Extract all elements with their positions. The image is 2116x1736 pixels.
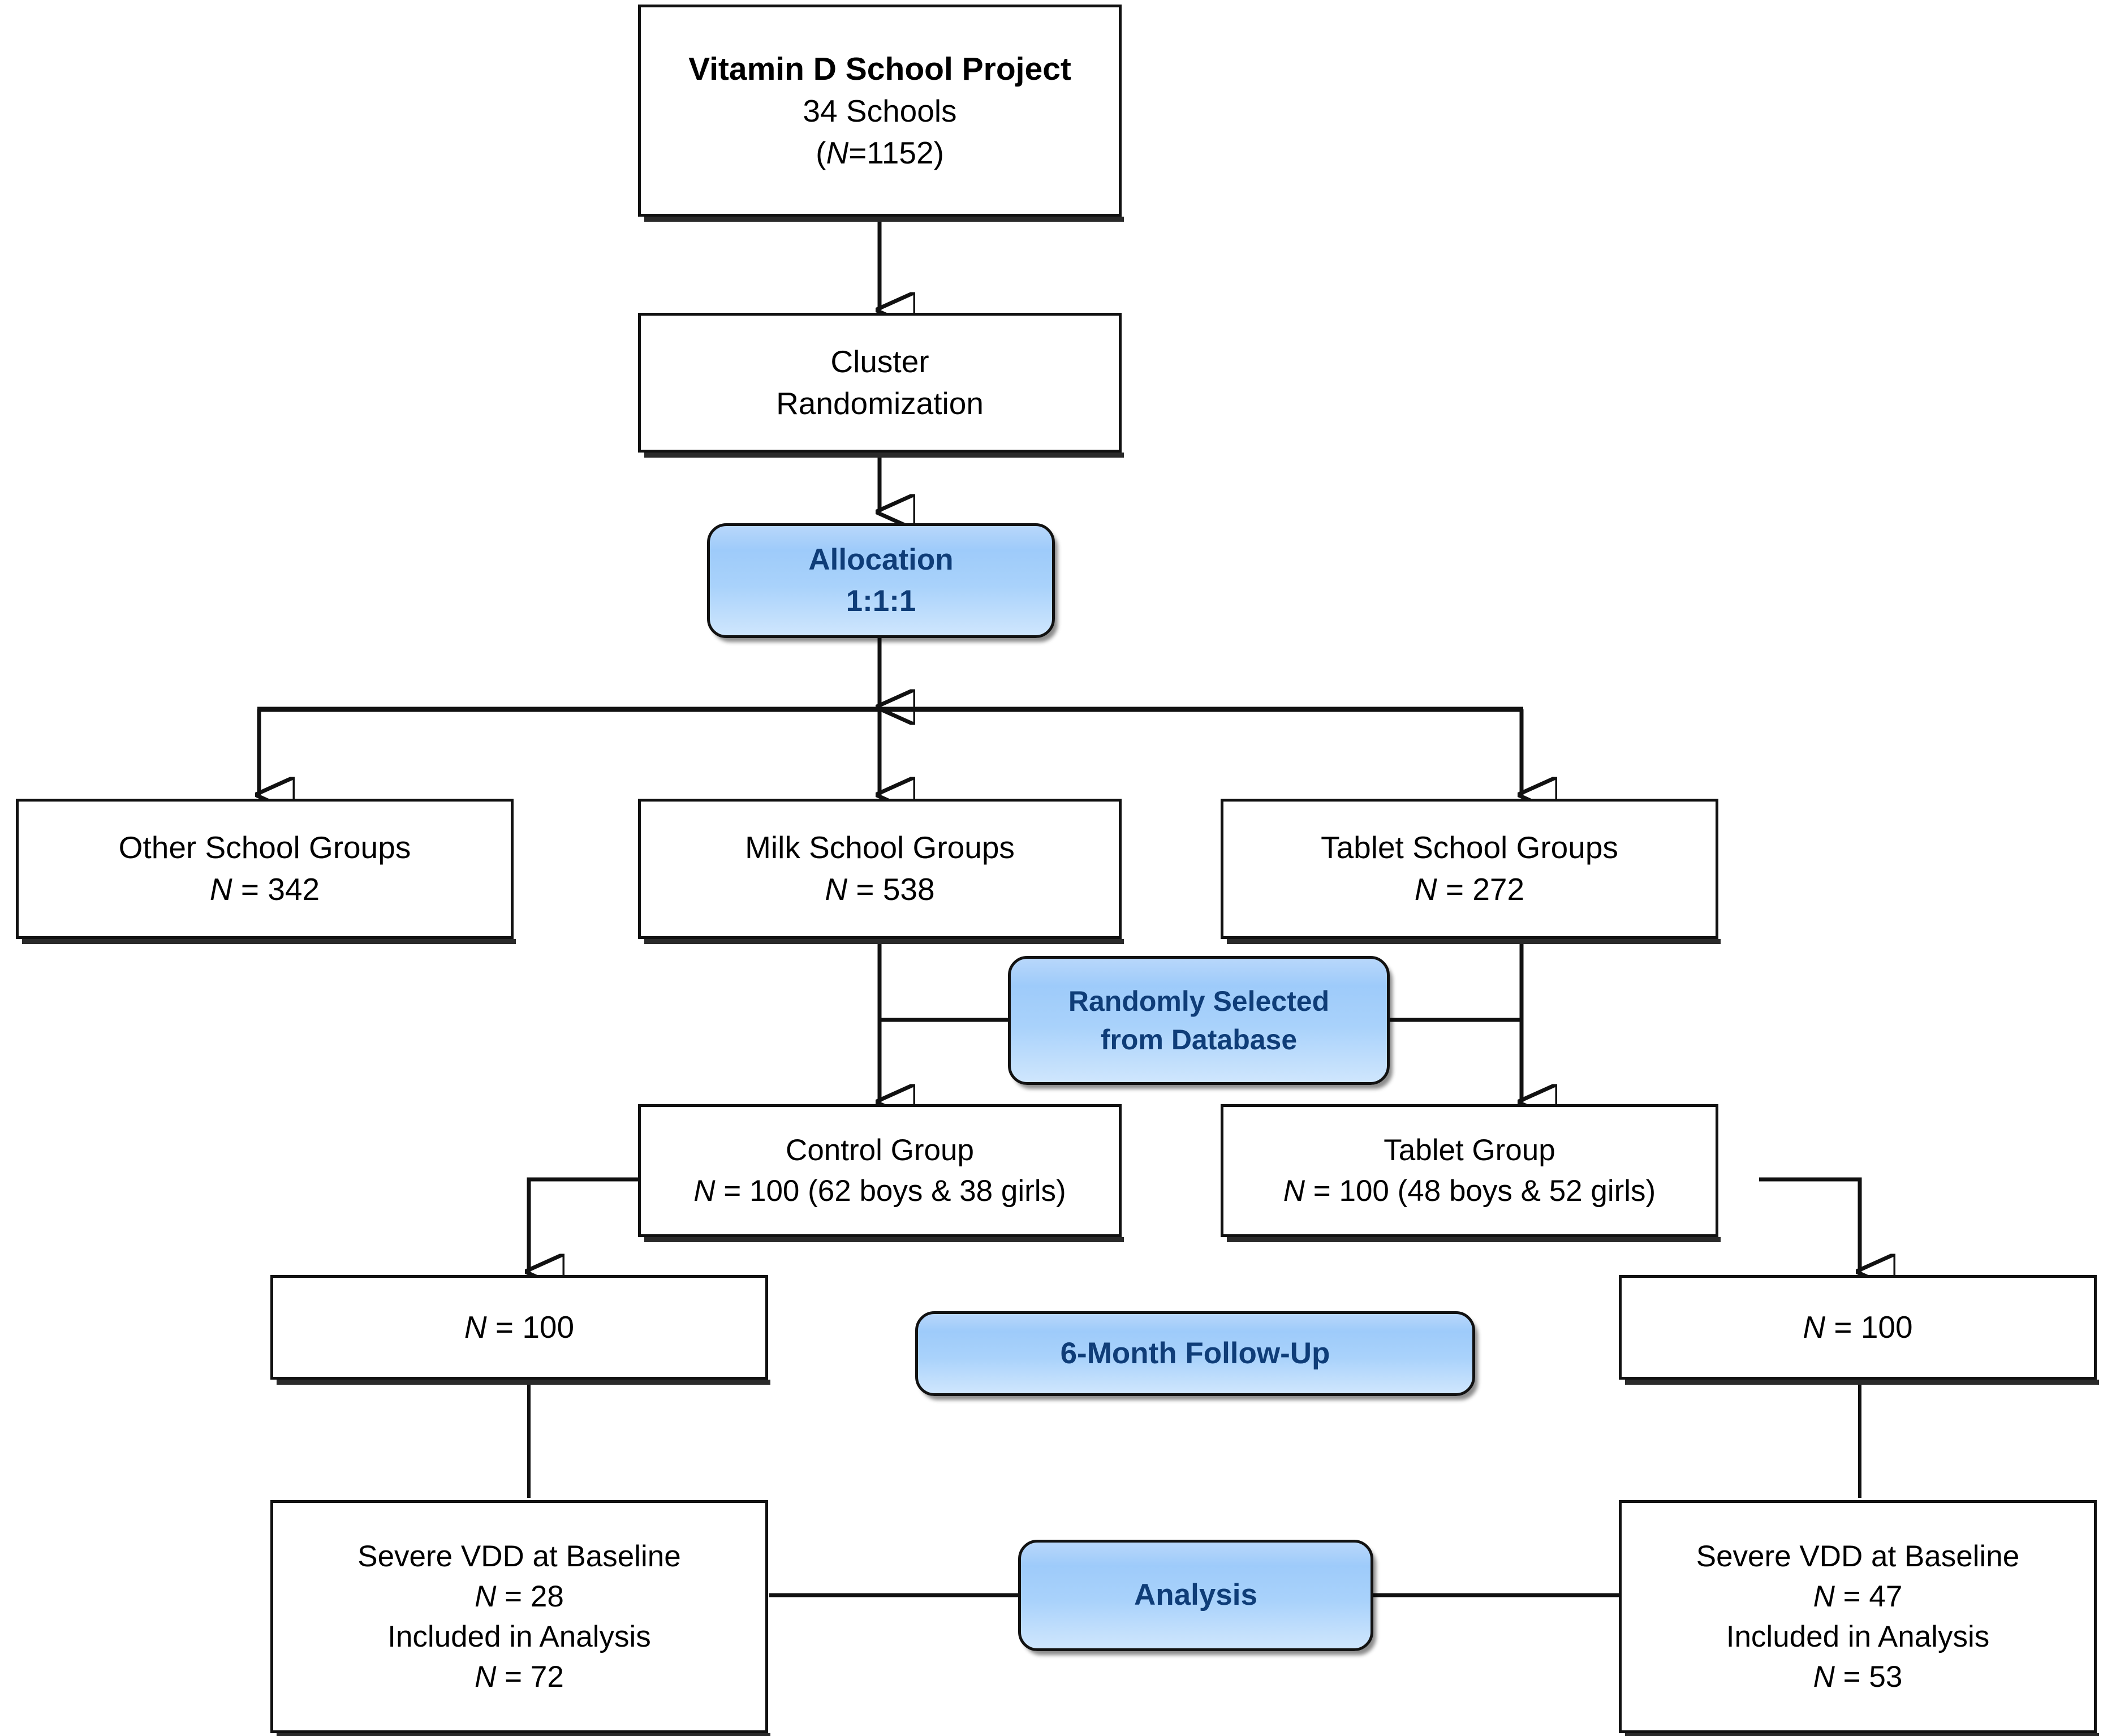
node-control-followup-count: N = 100	[270, 1275, 770, 1385]
tablet-school-line1: Tablet School Groups	[1321, 830, 1618, 865]
control-analysis-line1: Severe VDD at Baseline	[357, 1539, 681, 1573]
badge-randomly-selected: Randomly Selected from Database	[1008, 956, 1390, 1085]
node-control-group: Control Group N = 100 (62 boys & 38 girl…	[638, 1104, 1124, 1242]
study-line1: Vitamin D School Project	[688, 50, 1071, 87]
badge-allocation: Allocation 1:1:1	[707, 523, 1055, 638]
other-school-line1: Other School Groups	[118, 830, 411, 865]
study-sample-size: (N=1152)	[816, 135, 944, 170]
study-line2: 34 Schools	[803, 93, 957, 128]
tablet-analysis-n1: N = 47	[1813, 1579, 1903, 1613]
tablet-followup-n: N = 100	[1803, 1309, 1913, 1345]
control-analysis-n1: N = 28	[475, 1579, 564, 1613]
node-study-title: Vitamin D School Project 34 Schools (N=1…	[638, 5, 1124, 222]
tablet-group-line1: Tablet Group	[1384, 1134, 1555, 1168]
node-tablet-analysis: Severe VDD at Baseline N = 47 Included i…	[1619, 1500, 2099, 1736]
tablet-group-n: N = 100 (48 boys & 52 girls)	[1283, 1174, 1656, 1208]
node-other-school-groups: Other School Groups N = 342	[16, 799, 516, 944]
other-school-n: N = 342	[209, 872, 320, 907]
tablet-analysis-line1: Severe VDD at Baseline	[1696, 1539, 2020, 1573]
randomization-line1: Cluster	[830, 343, 929, 379]
node-tablet-followup-count: N = 100	[1619, 1275, 2099, 1385]
allocation-line1: Allocation	[808, 543, 954, 577]
tablet-school-n: N = 272	[1414, 872, 1525, 907]
node-tablet-school-groups: Tablet School Groups N = 272	[1221, 799, 1721, 944]
milk-school-line1: Milk School Groups	[745, 830, 1015, 865]
wire-tablet-to-followup	[1759, 1177, 1860, 1272]
node-milk-school-groups: Milk School Groups N = 538	[638, 799, 1124, 944]
milk-school-n: N = 538	[825, 872, 935, 907]
control-analysis-line3: Included in Analysis	[387, 1620, 651, 1653]
control-analysis-n2: N = 72	[475, 1660, 564, 1694]
wire-control-to-followup	[529, 1177, 638, 1272]
control-group-n: N = 100 (62 boys & 38 girls)	[693, 1174, 1066, 1208]
control-followup-n: N = 100	[464, 1309, 575, 1345]
analysis-badge-label: Analysis	[1134, 1578, 1257, 1612]
random-select-line2: from Database	[1100, 1024, 1298, 1056]
node-cluster-randomization: Cluster Randomization	[638, 313, 1124, 458]
tablet-analysis-line3: Included in Analysis	[1726, 1620, 1990, 1653]
followup-badge-label: 6-Month Follow-Up	[1060, 1336, 1330, 1370]
node-tablet-group: Tablet Group N = 100 (48 boys & 52 girls…	[1221, 1104, 1721, 1242]
badge-six-month-followup: 6-Month Follow-Up	[915, 1311, 1475, 1396]
control-group-line1: Control Group	[786, 1134, 974, 1168]
tablet-analysis-n2: N = 53	[1813, 1660, 1903, 1694]
allocation-line2: 1:1:1	[846, 584, 916, 618]
badge-analysis: Analysis	[1018, 1540, 1373, 1651]
node-control-analysis: Severe VDD at Baseline N = 28 Included i…	[270, 1500, 770, 1736]
randomization-line2: Randomization	[776, 385, 984, 421]
random-select-line1: Randomly Selected	[1068, 985, 1330, 1017]
